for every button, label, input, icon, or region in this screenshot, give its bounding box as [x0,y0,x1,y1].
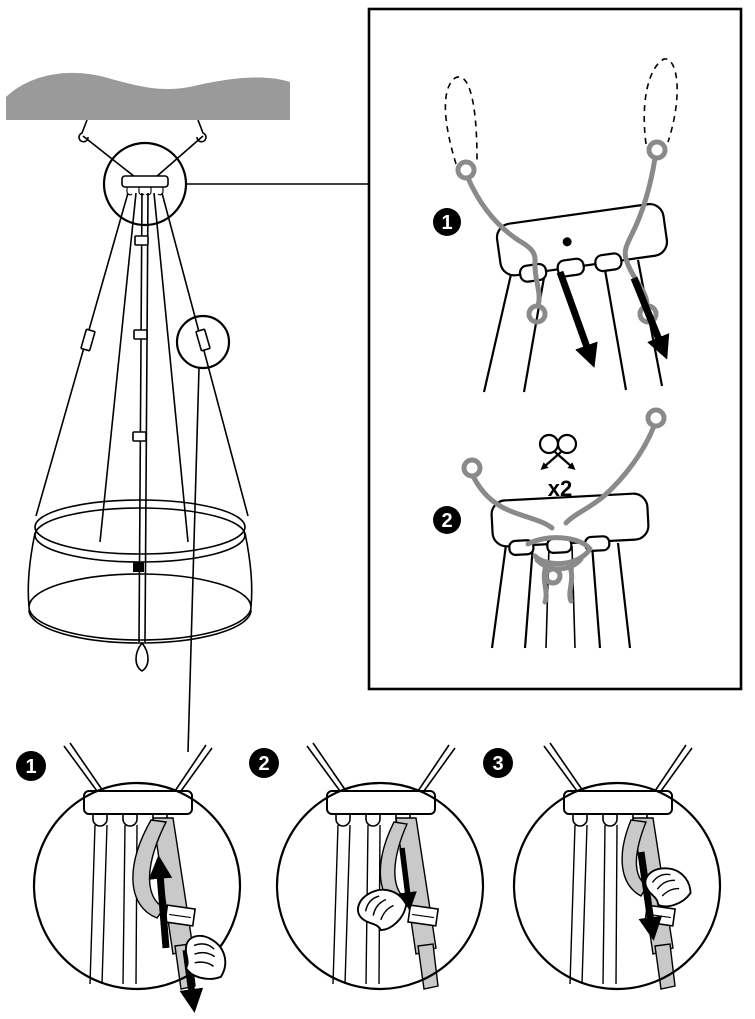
shoulder-strap-inner-left [99,192,137,543]
seat-marker [133,562,144,572]
step-circle-3: 3 [483,741,722,991]
pull-arrow-icon [556,270,598,368]
callout-circle-adjuster [175,314,231,370]
pole-joint [133,329,148,340]
pole-joint [132,431,147,442]
rope-knot [525,535,593,552]
dashed-branch-right [643,58,678,145]
rope-left-coil [526,303,548,325]
hanger-bracket [121,175,169,188]
bracket-leg-edge [522,265,548,393]
callout-line-adjuster [187,367,200,753]
pole-joint [134,235,149,246]
hanger-bar-tab [594,252,623,273]
hanger-bar-tab [556,257,585,278]
seat-loop [135,642,149,672]
seat-lower-rim-edge [28,609,252,644]
bracket-leg-edge [523,544,535,649]
bracket-leg-edge [590,544,602,649]
rope-left [465,175,542,309]
strap-adjuster-right [195,328,211,352]
suspension-rope-left [82,135,136,178]
hanger-detail-panel: 1 [367,7,743,691]
hanger-hooks [126,187,164,196]
pull-arrow-icon [148,855,173,949]
center-pole-right-edge [144,192,149,643]
rope-eyelet-right [646,139,668,161]
rope-right [563,423,657,526]
shoulder-strap-inner-right [153,192,189,543]
shoulder-strap-right [161,192,249,517]
pull-arrow-icon [398,847,417,911]
repeat-label: x2 [548,476,572,501]
seat-fabric-right-edge [244,532,253,607]
step-1-number: 1 [25,756,36,778]
hanger-bar-hole [562,237,572,247]
step-circle-2: 2 [249,741,485,991]
ceiling [6,72,290,120]
rope-end [567,564,575,604]
step-1-number: 1 [441,212,452,234]
step-badge-1 [433,208,461,236]
step1-figure: 1 [433,58,678,393]
step-badge-1 [16,751,46,781]
eye-hook-right-icon [196,119,207,143]
rope-knot [534,556,584,572]
strap-adjuster-left [80,328,96,352]
seat-ring-top [34,499,246,555]
bracket-leg-edge [602,263,628,391]
main-assembly-illustration [6,72,369,753]
rope-eyelet-right [645,407,667,429]
rope-left [470,473,555,531]
bracket-leg-edge [482,269,514,393]
adjuster-scene [512,741,722,991]
step-3-number: 3 [492,753,503,775]
strap-adjustment-steps: 1 2 3 [16,741,722,1013]
seat-fabric-left-edge [27,532,36,607]
seat-lower-rim [28,573,252,641]
step-2-number: 2 [258,753,269,775]
detail-panel-frame [367,7,743,691]
rope-eyelet-left [455,159,477,181]
rope-eyelet-left [461,457,483,479]
step-circle-1: 1 [16,741,242,1013]
knot-icon [538,433,578,470]
shoulder-strap-left [35,192,129,517]
step-badge-3 [483,748,513,778]
dashed-branch-left [444,76,478,165]
rope-end [541,563,549,605]
step-badge-2 [433,506,461,534]
step-2-number: 2 [441,510,452,532]
bracket-leg-edge [490,544,508,649]
suspension-rope-right [155,135,204,178]
bracket-leg-edge [616,542,632,649]
rope-knot-loop [543,566,563,586]
step-badge-2 [249,748,279,778]
pull-arrow-icon [630,276,670,360]
step2-figure: x2 2 [433,407,667,649]
